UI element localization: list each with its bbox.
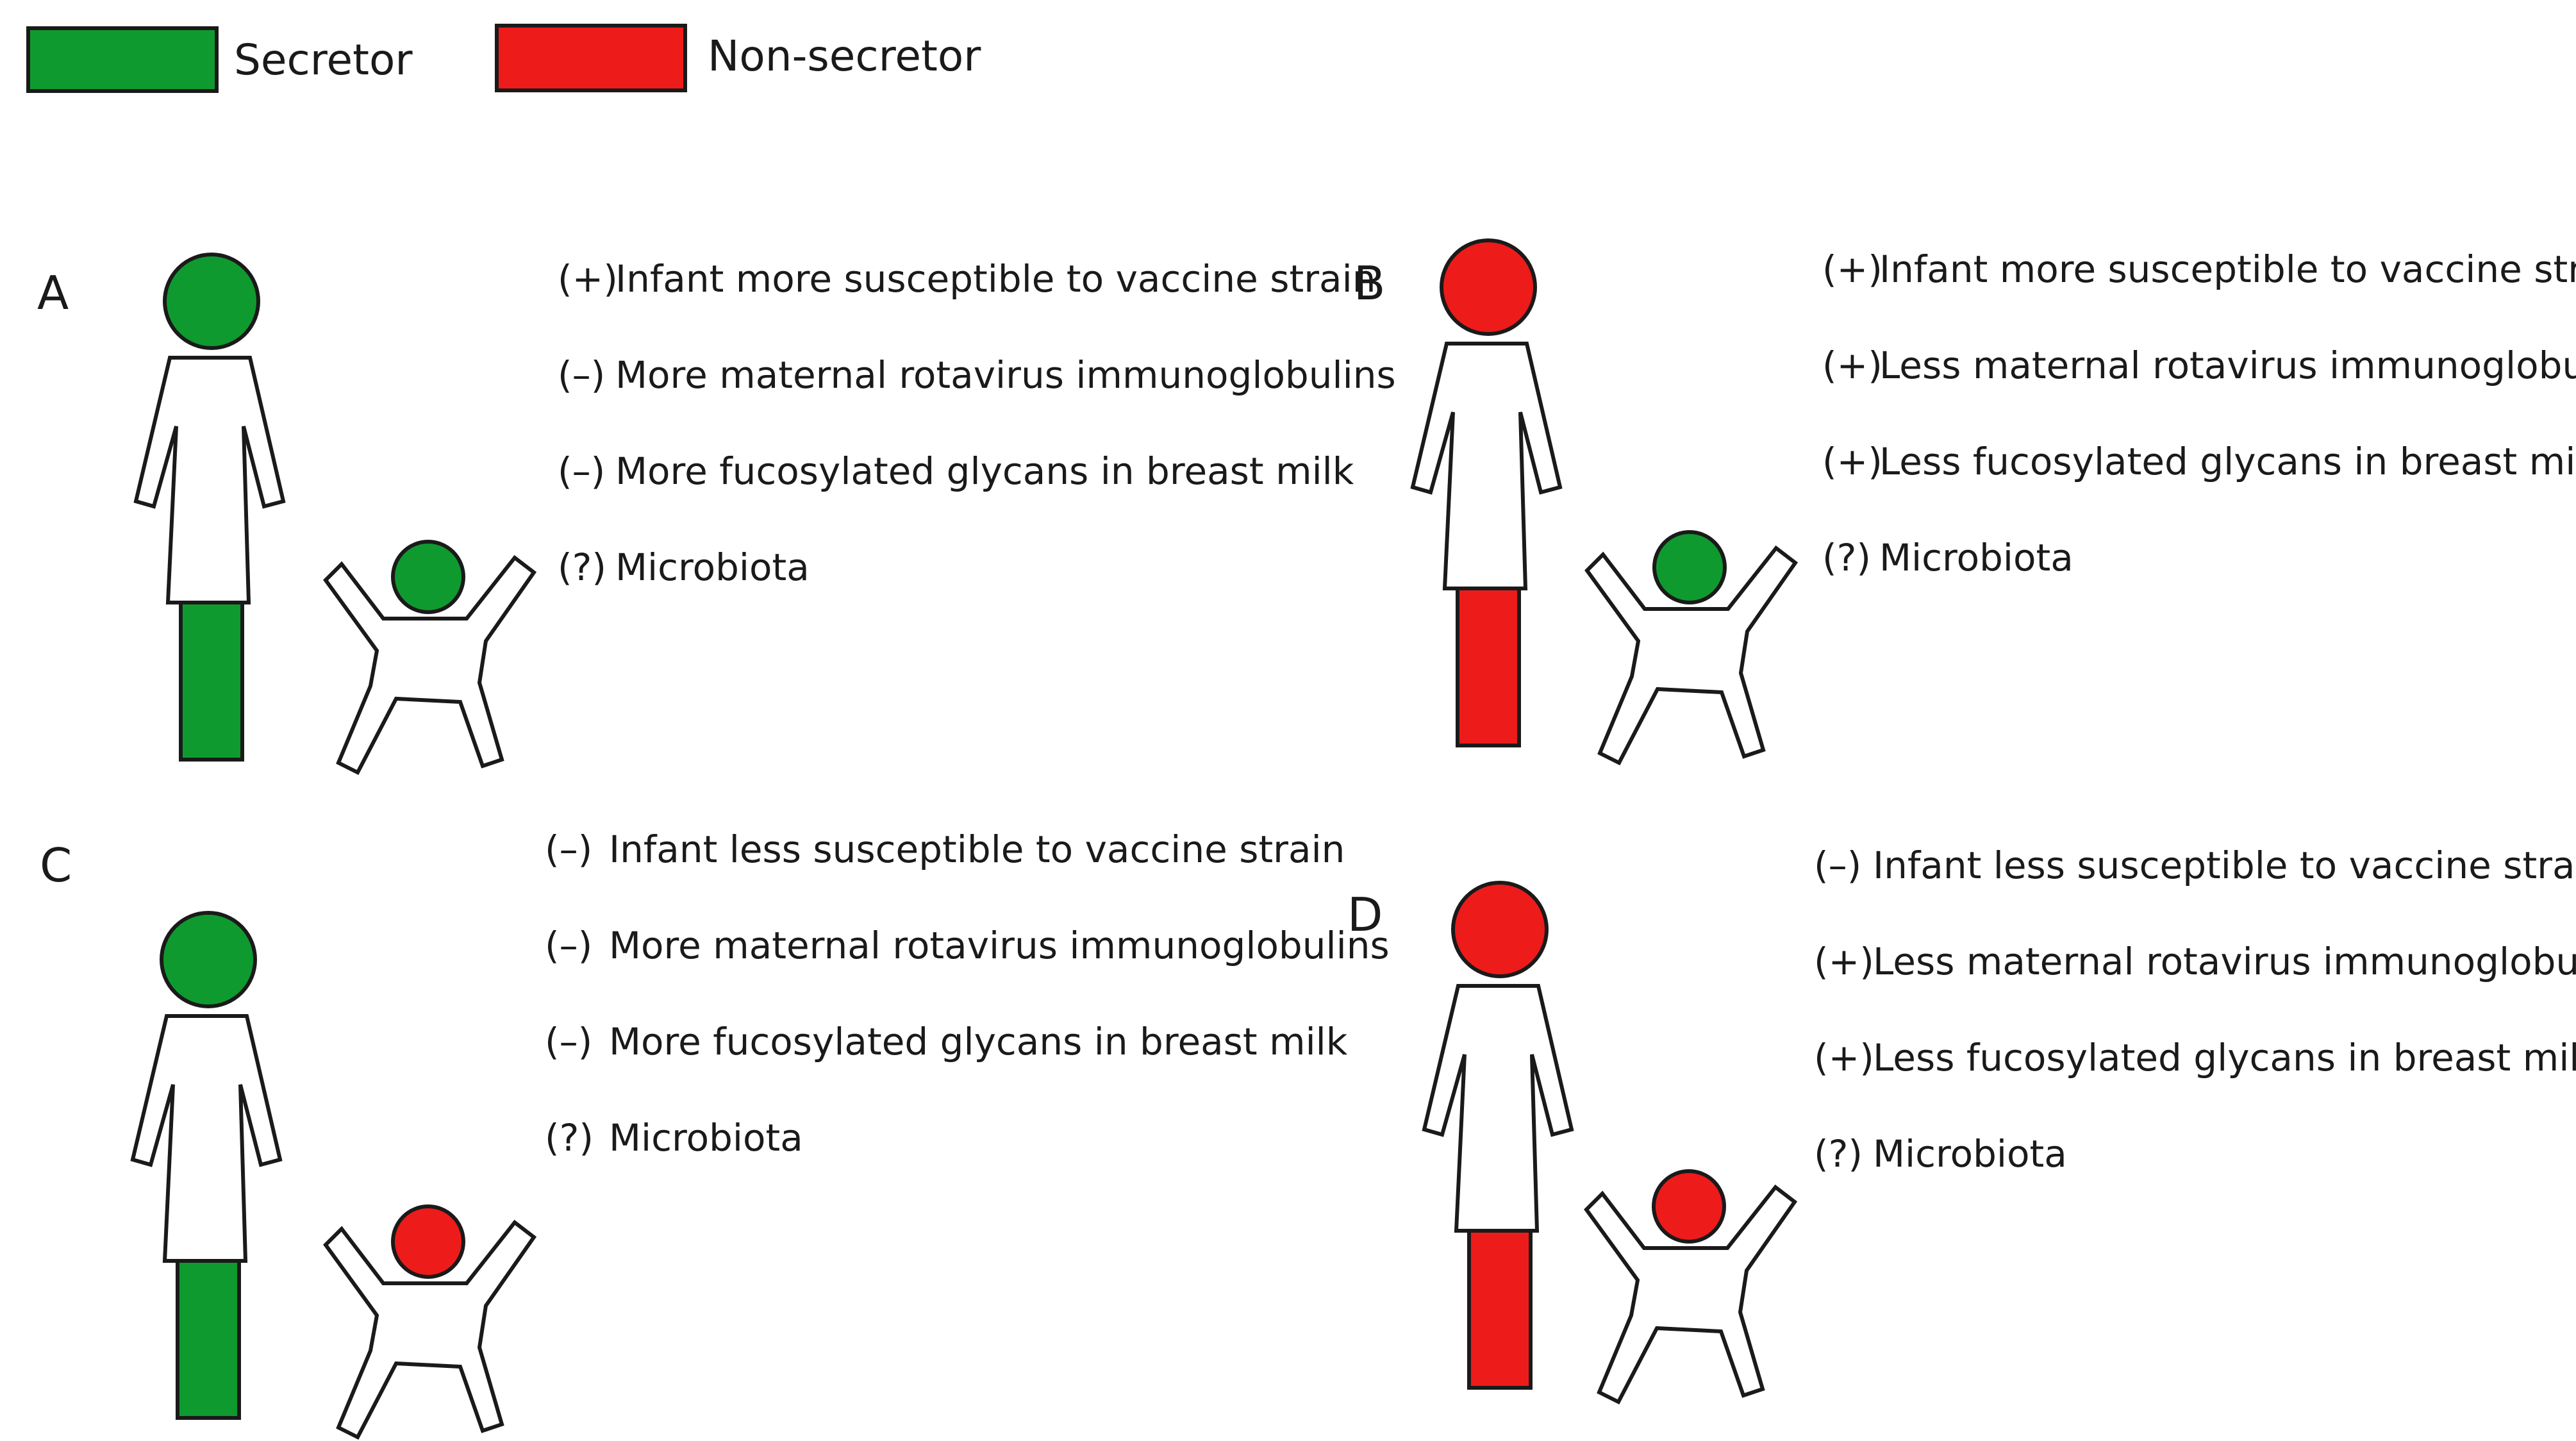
effect-sign: (–) — [545, 828, 592, 871]
effect-sign: (–) — [1814, 844, 1861, 887]
mother-figure — [1422, 881, 1574, 1390]
infant-body — [323, 1219, 537, 1440]
mother-head — [160, 911, 257, 1008]
effect-sign: (+) — [1814, 940, 1874, 983]
effect-sign: (?) — [1822, 536, 1871, 579]
effect-sign: (+) — [1814, 1036, 1874, 1079]
mother-dress — [133, 356, 286, 604]
panel-a: A (+)Infant more susceptible to vaccine s… — [37, 253, 1396, 776]
infant-body — [1584, 1184, 1798, 1405]
mother-head — [1451, 881, 1549, 978]
infant-body — [1584, 545, 1799, 766]
effect-text: Microbiota — [1879, 536, 2073, 579]
mother-dress — [1410, 342, 1563, 590]
effect-text: More maternal rotavirus immunoglobulins — [609, 924, 1390, 967]
effect-text: Microbiota — [615, 546, 810, 589]
panel-d: D (–) Infant less susceptible to vaccine s… — [1347, 844, 2576, 1405]
panels: A(+)Infant more susceptible to vaccine s… — [37, 238, 2576, 1440]
infant-head — [1652, 1169, 1726, 1244]
mother-head — [163, 253, 260, 350]
mother-figure — [130, 911, 283, 1420]
effect-text: Less fucosylated glycans in breast milk — [1879, 440, 2576, 483]
infant-figure — [323, 1204, 537, 1440]
mother-legs — [1456, 587, 1521, 747]
panel-c: C (–) Infant less susceptible to vaccine s… — [40, 828, 1390, 1440]
effect-sign: (–) — [545, 1020, 592, 1063]
effect-text: Less maternal rotavirus immunoglobulins — [1879, 344, 2576, 387]
effect-text: Infant less susceptible to vaccine strai… — [609, 828, 1345, 871]
mother-figure — [133, 253, 286, 762]
legend-swatch-non-secretor — [495, 24, 687, 92]
effect-sign: (–) — [558, 449, 605, 493]
mother-legs — [179, 601, 244, 762]
infant-head — [391, 1204, 465, 1279]
effect-text: More maternal rotavirus immunoglobulins — [615, 353, 1396, 397]
legend-label-secretor: Secretor — [234, 35, 413, 85]
panel-letter: C — [40, 838, 72, 892]
effect-text: More fucosylated glycans in breast milk — [609, 1020, 1348, 1063]
panel-b: B(+)Infant more susceptible to vaccine s… — [1354, 238, 2576, 766]
mother-dress — [130, 1014, 283, 1263]
effect-text: Infant more susceptible to vaccine strai… — [615, 257, 1375, 301]
effect-sign: (?) — [558, 546, 606, 589]
infant-figure — [323, 540, 537, 776]
mother-head — [1440, 238, 1537, 336]
legend-label-non-secretor: Non-secretor — [708, 31, 981, 81]
infant-figure — [1584, 530, 1799, 766]
mother-legs — [1467, 1229, 1533, 1390]
effect-sign: (+) — [1822, 440, 1882, 483]
mother-figure — [1410, 238, 1563, 747]
infant-figure — [1584, 1169, 1798, 1405]
effect-sign: (+) — [1822, 247, 1882, 291]
panel-letter: B — [1354, 256, 1385, 310]
effect-text: Infant more susceptible to vaccine strai… — [1879, 247, 2576, 291]
effect-sign: (–) — [558, 353, 605, 397]
mother-dress — [1422, 984, 1574, 1233]
effect-text: Microbiota — [1873, 1132, 2067, 1176]
effect-text: Less maternal rotavirus immunoglobulins — [1873, 940, 2576, 983]
effect-sign: (+) — [558, 257, 618, 301]
panel-letter: D — [1347, 888, 1383, 942]
effect-sign: (+) — [1822, 344, 1882, 387]
effect-sign: (–) — [545, 924, 592, 967]
infant-head — [391, 540, 465, 614]
legend: Secretor Non-secretor — [26, 24, 981, 93]
effect-text: Less fucosylated glycans in breast milk — [1873, 1036, 2576, 1079]
panel-letter: A — [37, 266, 69, 320]
infant-body — [323, 554, 537, 776]
effect-text: More fucosylated glycans in breast milk — [615, 449, 1354, 493]
effect-text: Infant less susceptible to vaccine strai… — [1873, 844, 2576, 887]
infant-head — [1652, 530, 1727, 604]
effect-text: Microbiota — [609, 1116, 803, 1160]
legend-swatch-secretor — [26, 26, 219, 93]
mother-legs — [176, 1259, 241, 1420]
effect-sign: (?) — [545, 1116, 594, 1160]
effect-sign: (?) — [1814, 1132, 1863, 1176]
